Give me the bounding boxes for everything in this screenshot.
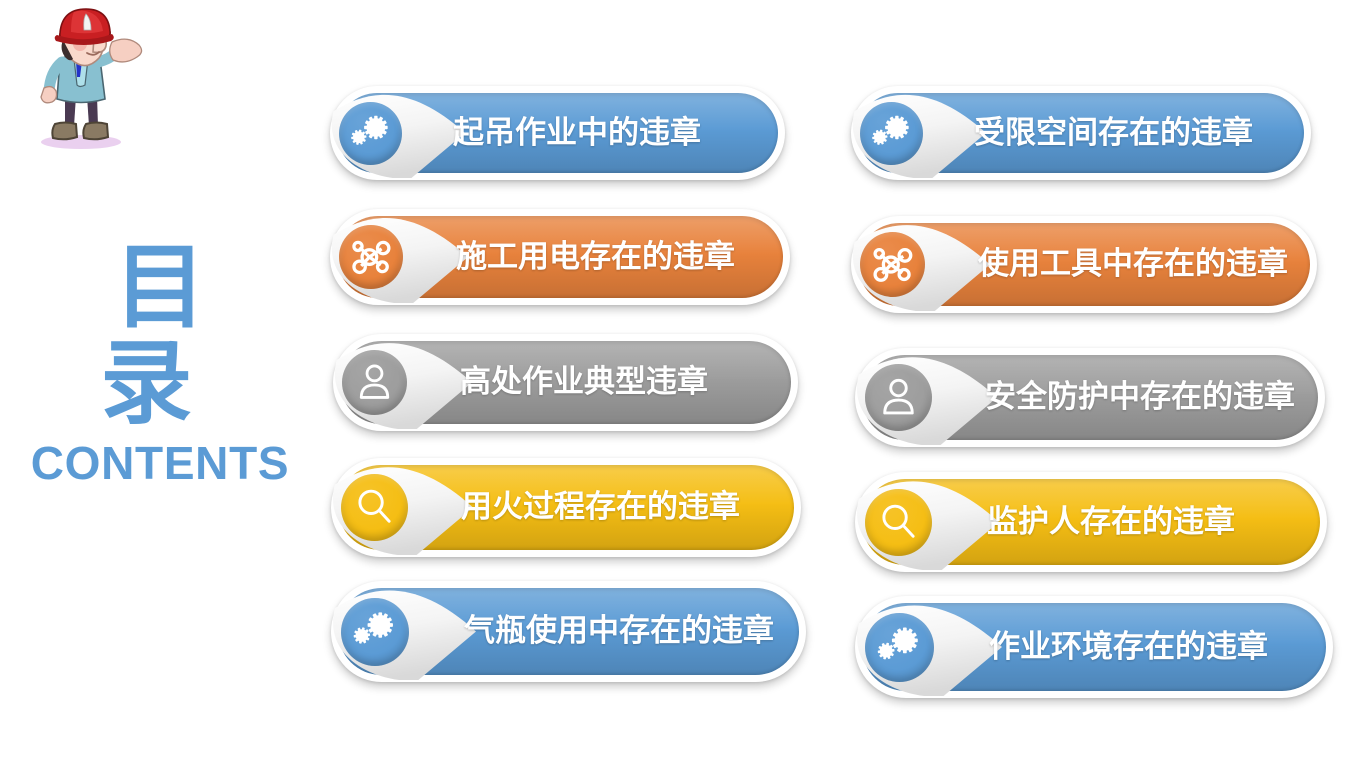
- item-label: 安全防护中存在的违章: [985, 379, 1295, 415]
- page-title-cn: 目 录: [100, 234, 234, 437]
- item-icon-disc: [865, 613, 934, 682]
- contents-item[interactable]: 监护人存在的违章: [855, 472, 1327, 572]
- item-icon-disc: [341, 474, 408, 541]
- contents-item[interactable]: 受限空间存在的违章: [851, 86, 1311, 180]
- contents-item[interactable]: 高处作业典型违章: [333, 334, 798, 431]
- item-icon-disc: [342, 350, 407, 415]
- search-icon: [347, 480, 402, 535]
- network-icon: [345, 231, 397, 283]
- person-icon: [348, 356, 401, 409]
- item-icon-disc: [339, 102, 402, 165]
- item-icon-disc: [860, 232, 925, 297]
- contents-item[interactable]: 起吊作业中的违章: [330, 86, 785, 180]
- item-label: 作业环境存在的违章: [989, 629, 1268, 665]
- item-label: 受限空间存在的违章: [974, 115, 1253, 151]
- item-icon-disc: [865, 364, 932, 431]
- item-icon-disc: [339, 225, 403, 289]
- page-title: 目 录 CONTENTS: [0, 240, 320, 490]
- item-icon-disc: [860, 102, 923, 165]
- network-icon: [866, 238, 919, 291]
- gears-icon: [866, 108, 918, 160]
- item-label: 高处作业典型违章: [460, 364, 708, 400]
- item-label: 气瓶使用中存在的违章: [464, 613, 774, 649]
- page-title-en: CONTENTS: [30, 437, 290, 489]
- item-label: 用火过程存在的违章: [461, 489, 740, 525]
- person-icon: [871, 370, 926, 425]
- item-icon-disc: [865, 489, 932, 556]
- contents-item[interactable]: 安全防护中存在的违章: [855, 348, 1325, 447]
- contents-item[interactable]: 施工用电存在的违章: [330, 209, 790, 305]
- search-icon: [871, 495, 926, 550]
- gears-icon: [871, 619, 928, 676]
- contents-item[interactable]: 用火过程存在的违章: [331, 458, 801, 557]
- contents-item[interactable]: 气瓶使用中存在的违章: [331, 581, 806, 682]
- gears-icon: [345, 108, 397, 160]
- gears-icon: [347, 604, 403, 660]
- item-label: 使用工具中存在的违章: [978, 246, 1288, 282]
- item-icon-disc: [341, 598, 409, 666]
- mascot-illustration: [8, 4, 153, 152]
- item-label: 监护人存在的违章: [987, 504, 1235, 540]
- contents-item[interactable]: 作业环境存在的违章: [855, 596, 1333, 698]
- item-label: 施工用电存在的违章: [456, 239, 735, 275]
- item-label: 起吊作业中的违章: [453, 115, 701, 151]
- contents-item[interactable]: 使用工具中存在的违章: [851, 216, 1317, 313]
